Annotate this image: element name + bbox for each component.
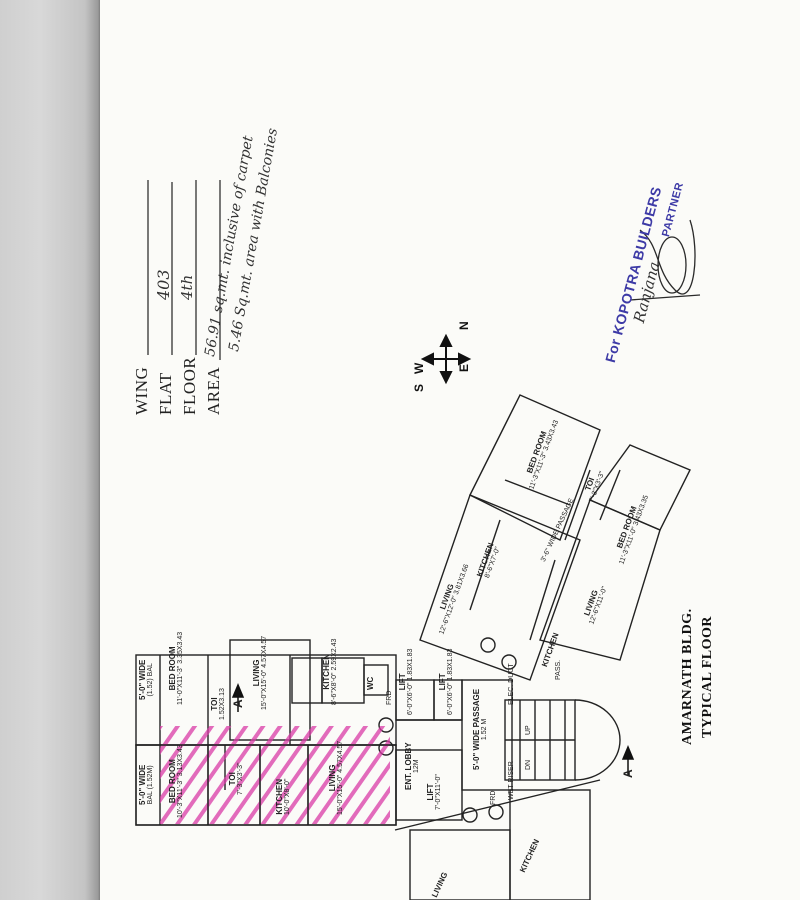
compass-east: E xyxy=(457,363,471,372)
compass-north: N xyxy=(457,321,471,330)
signature-scribble xyxy=(629,219,701,301)
floor-plan-drawing xyxy=(135,180,701,900)
label-elec-duct: ELEC. DUCT xyxy=(508,663,515,705)
section-mark-icon xyxy=(231,683,635,775)
plan-subtitle: TYPICAL FLOOR xyxy=(700,615,715,738)
label-down: DN xyxy=(525,759,532,770)
label-pass: PASS. xyxy=(555,659,562,680)
label-wet-riser: WET RISER xyxy=(508,761,515,800)
label-up: UP xyxy=(525,725,532,735)
label-frd-2: FRD xyxy=(490,790,497,805)
document-page: WING FLAT FLOOR AREA 403 4th 56.91 sq.mt… xyxy=(100,0,800,900)
compass-west: W xyxy=(412,362,426,374)
flat-label: FLAT xyxy=(156,372,175,415)
flat-hatch-highlight xyxy=(160,726,390,824)
plan-title: AMARNATH BLDG. xyxy=(680,608,695,745)
room-wc: WC xyxy=(366,676,375,690)
compass-south: S xyxy=(412,383,426,392)
label-frd-1: FRD xyxy=(386,690,393,705)
form-field-lines xyxy=(147,180,221,360)
compass-icon xyxy=(420,333,472,385)
section-mark-label-2: A xyxy=(621,769,635,778)
wing-label: WING xyxy=(132,366,151,415)
section-mark-label: A xyxy=(231,699,245,708)
area-label: AREA xyxy=(204,366,223,415)
plan-walls xyxy=(135,394,691,900)
room-balcony-top: 5'-0" WIDE(1.52) BAL xyxy=(138,659,155,700)
flat-value: 403 xyxy=(154,269,173,300)
floor-label: FLOOR xyxy=(180,356,199,415)
floor-value: 4th xyxy=(178,274,196,300)
book-binding-shadow xyxy=(0,0,100,900)
